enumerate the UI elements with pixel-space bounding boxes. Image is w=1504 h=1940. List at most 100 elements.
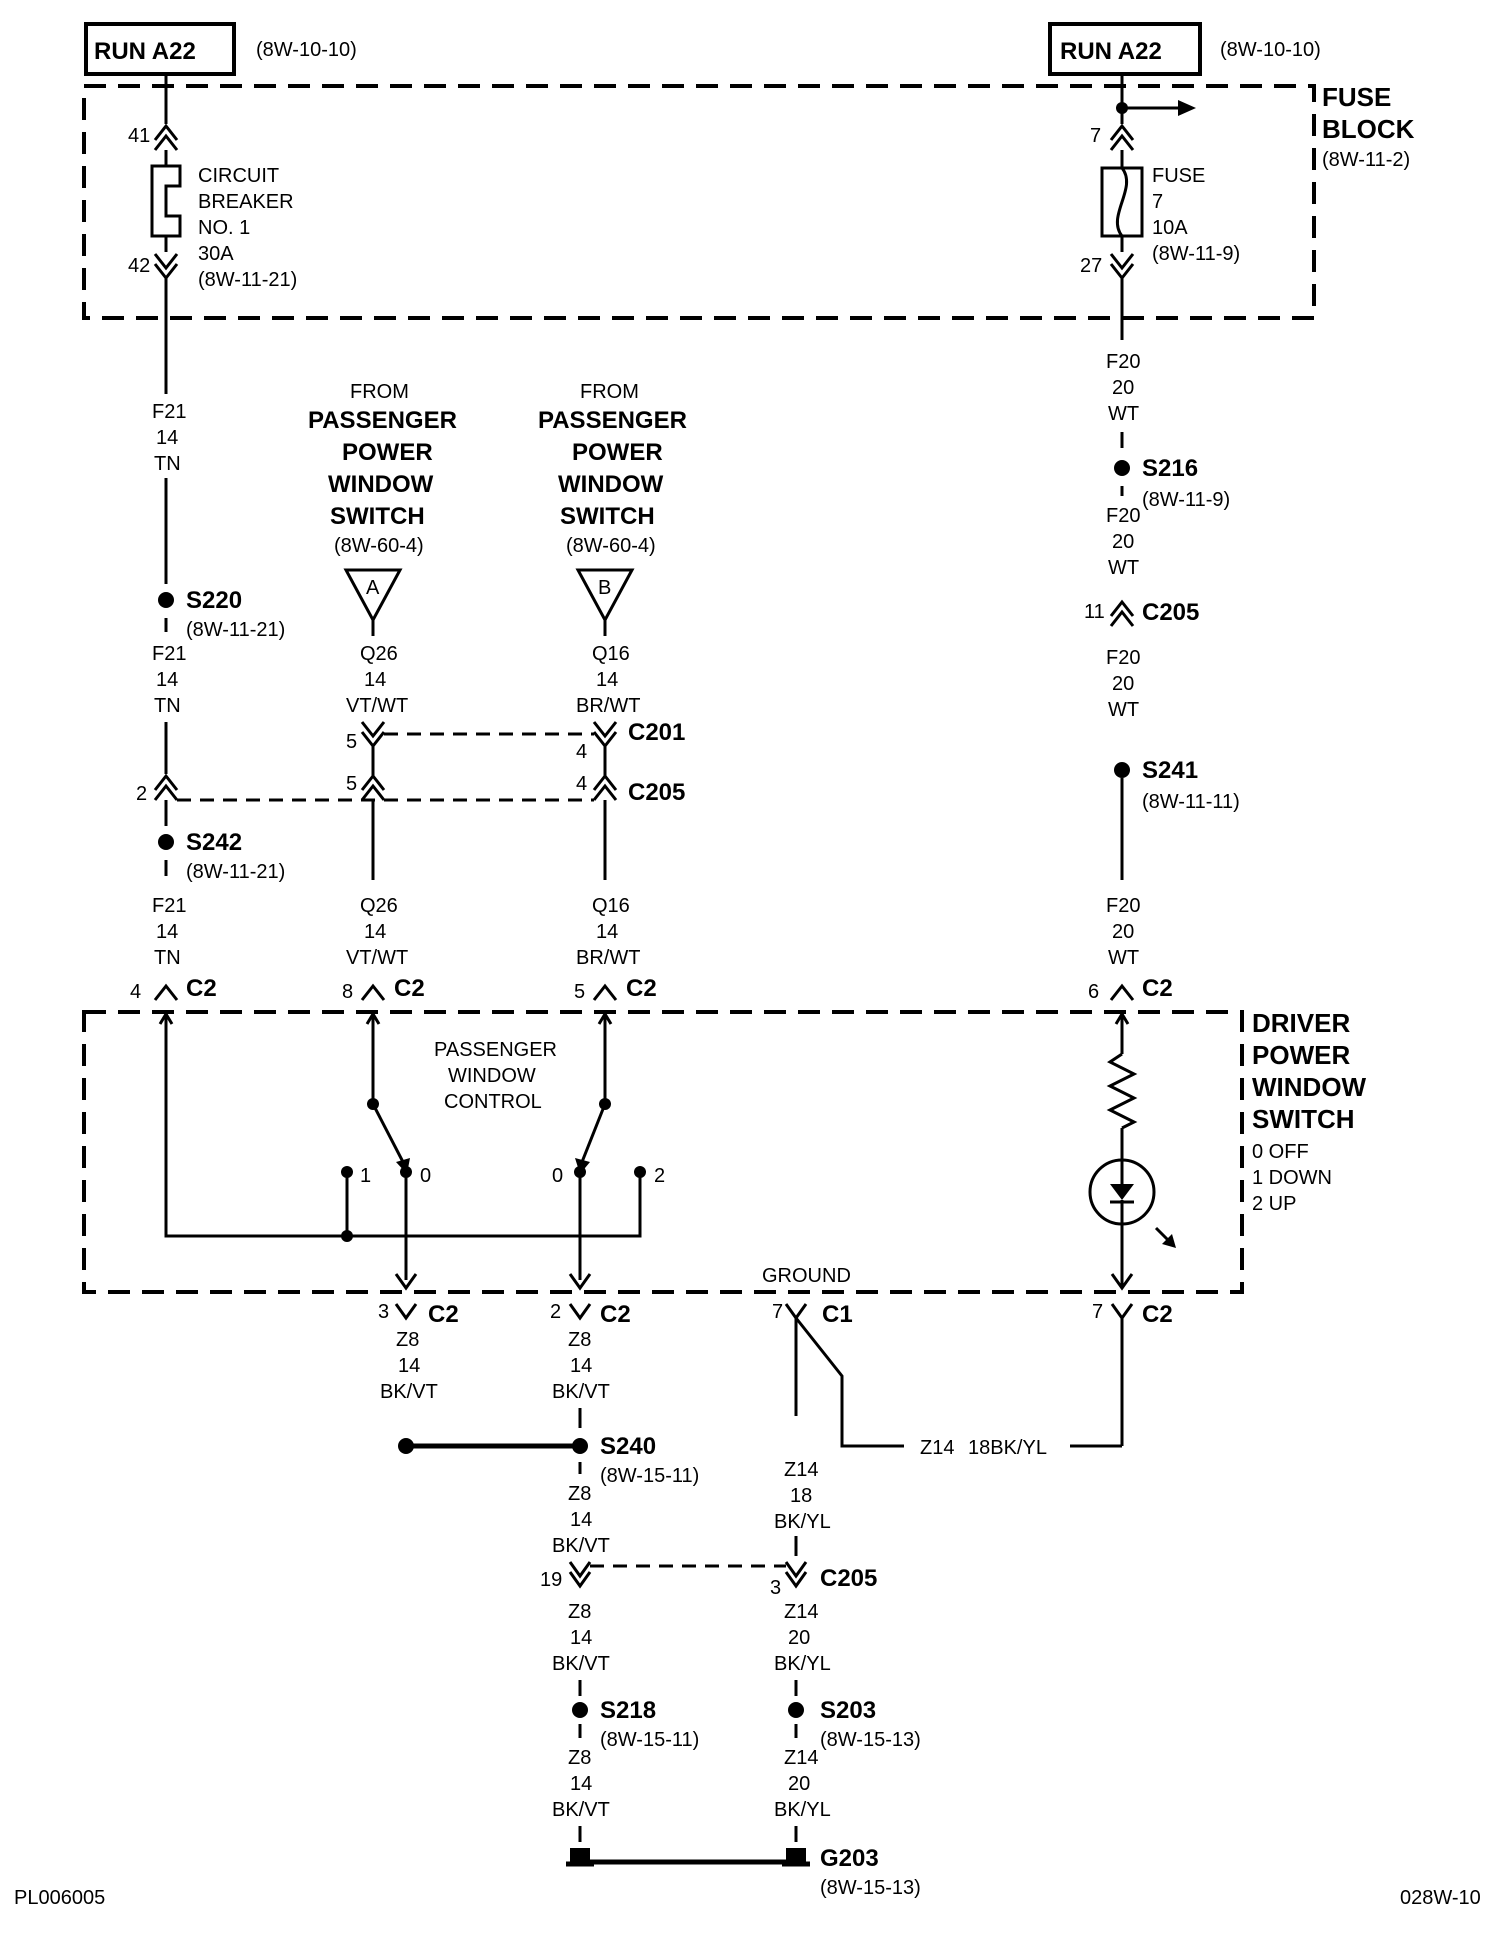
z8b-color-4: BK/VT [552, 1799, 610, 1821]
splice-s216-ref: (8W-11-9) [1142, 489, 1230, 511]
from-a-from: FROM [350, 381, 409, 403]
f21-color-3: TN [154, 947, 181, 969]
c2-pin-3: 3 [378, 1301, 389, 1323]
splice-s220-name: S220 [186, 587, 242, 614]
f21-color-1: TN [154, 453, 181, 475]
splice-s240-ref: (8W-15-11) [600, 1465, 699, 1487]
f20-color-4: WT [1108, 947, 1139, 969]
f21-gauge-1: 14 [156, 427, 178, 449]
contact-1-dot [341, 1166, 353, 1178]
splice-s216-dot [1114, 460, 1130, 476]
c2-label-q26: C2 [394, 975, 425, 1002]
z14-inline-code: Z14 [920, 1437, 954, 1459]
c205-pin-19: 19 [540, 1569, 562, 1591]
f20-code-2: F20 [1106, 505, 1140, 527]
f21-code-3: F21 [152, 895, 186, 917]
passenger-control-label-3: CONTROL [444, 1091, 542, 1113]
q26-color-1: VT/WT [346, 695, 408, 717]
c201-label: C201 [628, 719, 685, 746]
f20-gauge-4: 20 [1112, 921, 1134, 943]
z14-inline-spec: 18BK/YL [968, 1437, 1047, 1459]
z8b-color-3: BK/VT [552, 1653, 610, 1675]
ground-label: GROUND [762, 1265, 851, 1287]
z8b-gauge-4: 14 [570, 1773, 592, 1795]
z8b-gauge-2: 14 [570, 1509, 592, 1531]
driver-switch-outline [82, 1010, 1244, 1294]
splice-s242-ref: (8W-11-21) [186, 861, 285, 883]
from-a-ref: (8W-60-4) [334, 535, 424, 557]
c2-label-q16: C2 [626, 975, 657, 1002]
circuit-breaker-symbol [150, 164, 182, 238]
c205-pin-3: 3 [770, 1577, 781, 1599]
cb-pin-42: 42 [128, 255, 150, 277]
fuse-block-title-1: FUSE [1322, 82, 1391, 112]
from-b-tag: B [598, 577, 611, 599]
c1-pin-7: 7 [772, 1301, 783, 1323]
g203-name: G203 [820, 1845, 879, 1872]
c2-z8b-connector [568, 1303, 592, 1321]
driver-switch-title-2: POWER [1252, 1040, 1350, 1070]
splice-s242-dot [158, 834, 174, 850]
run-a22-left-box [84, 22, 236, 76]
switch-arm-a [371, 1103, 405, 1163]
run-a22-left-ref: (8W-10-10) [256, 39, 357, 61]
z8a-gauge: 14 [398, 1355, 420, 1377]
c2-z8a-connector [394, 1303, 418, 1321]
from-a-triangle [343, 568, 403, 624]
f21-feed-bus [164, 1012, 642, 1238]
from-b-from: FROM [580, 381, 639, 403]
footer-left-code: PL006005 [14, 1887, 105, 1909]
f20-gauge-3: 20 [1112, 673, 1134, 695]
c205-q26-connector [360, 773, 386, 801]
f20-code-3: F20 [1106, 647, 1140, 669]
c2-label-f20: C2 [1142, 975, 1173, 1002]
ground-terminal-g203 [786, 1848, 806, 1862]
splice-s203-ref: (8W-15-13) [820, 1729, 921, 1751]
switch-arm-b [580, 1103, 607, 1163]
splice-s241-name: S241 [1142, 757, 1198, 784]
splice-s242-name: S242 [186, 829, 242, 856]
run-a22-left-label: RUN A22 [94, 38, 196, 65]
z14-branch [794, 1317, 904, 1448]
q26-gauge-1: 14 [364, 669, 386, 691]
fuse-block-ref: (8W-11-2) [1322, 149, 1410, 171]
q26-code-2: Q26 [360, 895, 398, 917]
splice-s216-name: S216 [1142, 455, 1198, 482]
splice-s218-name: S218 [600, 1697, 656, 1724]
f20-color-1: WT [1108, 403, 1139, 425]
c2-pin-4: 4 [130, 981, 141, 1003]
resistor-icon [1106, 1052, 1138, 1130]
c205-pin-2: 2 [136, 783, 147, 805]
q16-color-1: BR/WT [576, 695, 640, 717]
from-b-line3: WINDOW [558, 471, 664, 498]
from-b-line1: PASSENGER [538, 407, 687, 434]
f21-color-2: TN [154, 695, 181, 717]
f21-gauge-2: 14 [156, 669, 178, 691]
from-a-line1: PASSENGER [308, 407, 457, 434]
fuse-label-2: 7 [1152, 191, 1163, 213]
q26-gauge-2: 14 [364, 921, 386, 943]
z14-color-3: BK/YL [774, 1799, 831, 1821]
bus-arrow-icon [1178, 100, 1196, 116]
z14-code-2: Z14 [784, 1601, 818, 1623]
c2-pin-8: 8 [342, 981, 353, 1003]
cb-label-1: CIRCUIT [198, 165, 279, 187]
z14-color-2: BK/YL [774, 1653, 831, 1675]
from-b-line2: POWER [572, 439, 663, 466]
cb-label-4: 30A [198, 243, 234, 265]
c205-f20-connector [1109, 599, 1135, 627]
f20-color-2: WT [1108, 557, 1139, 579]
z14-gauge-2: 20 [788, 1627, 810, 1649]
c2-pin-7: 7 [1092, 1301, 1103, 1323]
splice-s241-ref: (8W-11-11) [1142, 791, 1240, 813]
g203-ref: (8W-15-13) [820, 1877, 921, 1899]
fuse-label-4: (8W-11-9) [1152, 243, 1240, 265]
c205-f21-connector [153, 773, 179, 801]
c205-z8-connector [568, 1561, 592, 1589]
splice-s220-ref: (8W-11-21) [186, 619, 285, 641]
splice-s240-name: S240 [600, 1433, 656, 1460]
q16-code-2: Q16 [592, 895, 630, 917]
c2-pin-6: 6 [1088, 981, 1099, 1003]
splice-s240-dot [572, 1438, 588, 1454]
f20-color-3: WT [1108, 699, 1139, 721]
